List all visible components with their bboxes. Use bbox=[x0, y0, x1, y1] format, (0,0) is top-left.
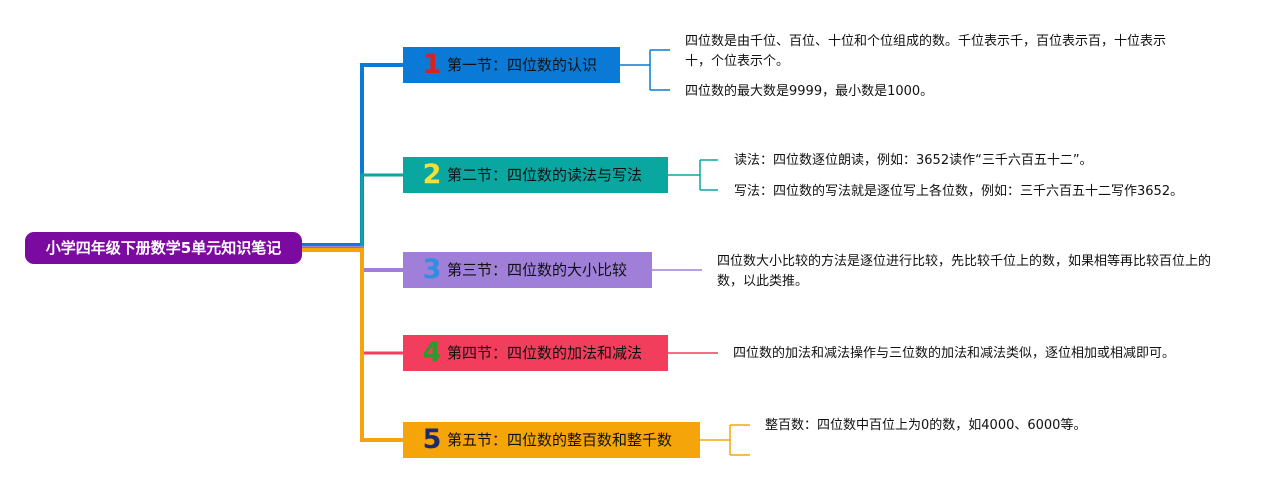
leaf-bracket-2 bbox=[668, 159, 718, 191]
section-title: 第五节：四位数的整百数和整千数 bbox=[447, 431, 673, 449]
branch-line-1 bbox=[302, 63, 403, 247]
section-number: 5 bbox=[422, 424, 442, 455]
branch-line-5 bbox=[302, 248, 403, 442]
section-number: 3 bbox=[422, 254, 442, 285]
note-2-2[interactable]: 写法：四位数的写法就是逐位写上各位数，例如：三千六百五十二写作3652。 bbox=[734, 184, 1184, 199]
leaf-bracket-5 bbox=[700, 424, 750, 456]
note-2-1[interactable]: 读法：四位数逐位朗读，例如：3652读作“三千六百五十二”。 bbox=[734, 153, 1093, 168]
section-node-3[interactable]: 3 第三节：四位数的大小比较 bbox=[403, 252, 652, 288]
section-number: 2 bbox=[422, 159, 442, 190]
section-number: 4 bbox=[422, 337, 442, 368]
note-1-1[interactable]: 四位数是由千位、百位、十位和个位组成的数。千位表示千，百位表示百，十位表示十，个… bbox=[685, 34, 1167, 69]
section-title: 第一节：四位数的认识 bbox=[447, 56, 598, 74]
note-1-2[interactable]: 四位数的最大数是9999，最小数是1000。 bbox=[685, 84, 934, 99]
root-node[interactable]: 小学四年级下册数学5单元知识笔记 bbox=[25, 232, 302, 264]
section-title: 第三节：四位数的大小比较 bbox=[447, 261, 628, 279]
section-node-1[interactable]: 1 第一节：四位数的认识 bbox=[403, 47, 620, 83]
leaf-bracket-1 bbox=[620, 49, 670, 91]
note-3-1[interactable]: 四位数大小比较的方法是逐位进行比较，先比较千位上的数，如果相等再比较百位上的数，… bbox=[717, 254, 1212, 289]
section-number: 1 bbox=[422, 49, 442, 80]
section-node-2[interactable]: 2 第二节：四位数的读法与写法 bbox=[403, 157, 668, 193]
section-title: 第二节：四位数的读法与写法 bbox=[447, 166, 643, 184]
note-4-1[interactable]: 四位数的加法和减法操作与三位数的加法和减法类似，逐位相加或相减即可。 bbox=[733, 346, 1176, 361]
note-5-1[interactable]: 整百数：四位数中百位上为0的数，如4000、6000等。 bbox=[765, 418, 1087, 433]
section-node-5[interactable]: 5 第五节：四位数的整百数和整千数 bbox=[403, 422, 700, 458]
section-title: 第四节：四位数的加法和减法 bbox=[447, 344, 643, 362]
section-node-4[interactable]: 4 第四节：四位数的加法和减法 bbox=[403, 335, 668, 371]
branch-line-4 bbox=[302, 247, 403, 355]
branch-line-2 bbox=[302, 173, 403, 249]
